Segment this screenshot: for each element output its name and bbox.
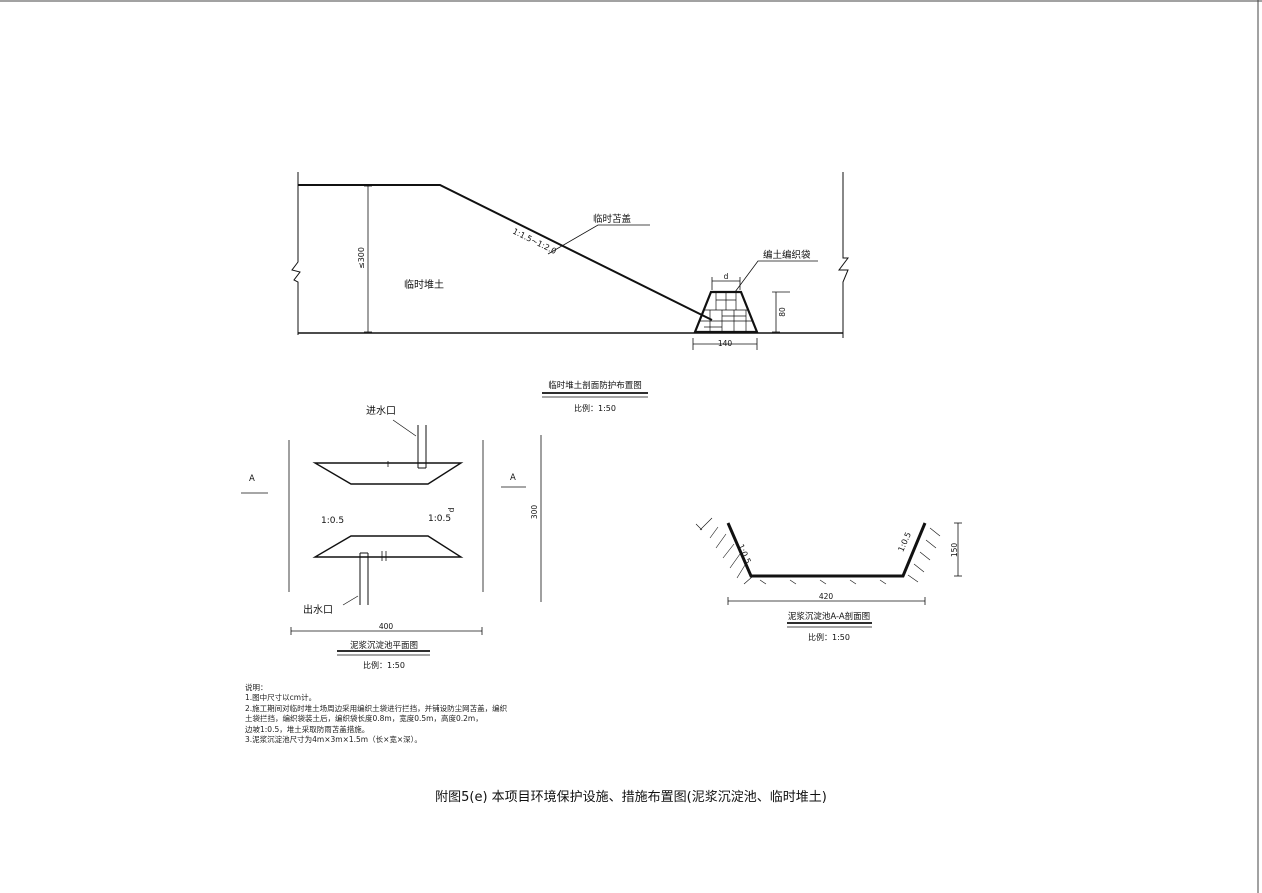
tank-right-hatching: [907, 527, 941, 583]
bag-label: 编土编织袋: [763, 249, 811, 261]
tank-profile: [726, 522, 927, 578]
soil-bag-stack: [693, 290, 759, 334]
tank-bottom-hatching: [759, 579, 887, 585]
figure-caption: 附图5(e) 本项目环境保护设施、措施布置图(泥浆沉淀池、临时堆土): [435, 790, 827, 805]
section-mark-left: A: [249, 474, 255, 484]
tank-section-title: 泥浆沉淀池A-A剖面图: [788, 611, 870, 622]
left-break-line: [291, 172, 301, 335]
notes-line: 土袋拦挡，编织袋装土后，编织袋长度0.8m，宽度0.5m，高度0.2m，: [245, 714, 483, 724]
tank-slope-right: 1:0.5: [896, 531, 913, 553]
cover-label: 临时苫盖: [593, 213, 632, 225]
notes-line: 3.泥浆沉淀池尺寸为4m×3m×1.5m（长×宽×深）。: [245, 735, 422, 745]
plan-width-dim-text: 400: [379, 622, 394, 631]
stockpile-label: 临时堆土: [404, 278, 444, 291]
section-view-title: 临时堆土剖面防护布置图: [548, 380, 642, 391]
tank-depth-dim-text: 150: [950, 543, 959, 558]
cover-leader: [547, 224, 650, 255]
plan-view-scale: 比例：1:50: [363, 660, 405, 670]
notes-line: 2.施工期间对临时堆土场周边采用编织土袋进行拦挡，并铺设防尘网苫盖，编织: [245, 703, 508, 713]
section-mark-right: A: [510, 473, 516, 483]
tank-width-dim-text: 420: [819, 592, 834, 601]
inlet-label: 进水口: [366, 405, 396, 417]
outlet-label: 出水口: [303, 603, 333, 616]
plan-slope-left: 1:0.5: [321, 516, 344, 526]
plan-slope-right: 1:0.5: [428, 514, 451, 524]
plan-inner-dim-text: d: [447, 507, 456, 512]
inlet-leader: [392, 419, 417, 437]
tank-slope-left: 1:0.5: [736, 543, 753, 565]
height-dim-text: ≤300: [357, 247, 366, 269]
notes-line: 1.图中尺寸以cm计。: [245, 693, 317, 703]
notes-heading: 说明：: [245, 683, 268, 692]
stockpile-section-view: [291, 172, 849, 398]
plan-lower-trapezoid: [312, 535, 464, 558]
tank-section-scale: 比例：1:50: [808, 632, 850, 642]
notes-line: 边坡1:0.5，堆土采取防雨苫盖措施。: [245, 724, 370, 734]
tank-plan-view: [241, 419, 542, 656]
bag-height-dim-text: 80: [778, 307, 787, 317]
notes-block: 说明： 1.图中尺寸以cm计。 2.施工期间对临时堆土场周边采用编织土袋进行拦挡…: [245, 683, 575, 745]
plan-length-dim-text: 300: [530, 505, 539, 520]
bag-top-dim-text: d: [724, 272, 729, 281]
bag-hatching: [700, 292, 752, 332]
plan-view-title: 泥浆沉淀池平面图: [350, 640, 418, 651]
bag-leader: [734, 260, 818, 293]
section-view-scale: 比例：1:50: [574, 403, 616, 413]
plan-upper-trapezoid: [312, 462, 464, 485]
tank-aa-section-view: [695, 517, 962, 628]
right-break-line: [838, 172, 849, 338]
outlet-leader: [342, 595, 359, 606]
tank-left-hatching: [695, 517, 753, 585]
stockpile-profile: [298, 184, 713, 321]
bag-base-dim-text: 140: [718, 339, 733, 348]
